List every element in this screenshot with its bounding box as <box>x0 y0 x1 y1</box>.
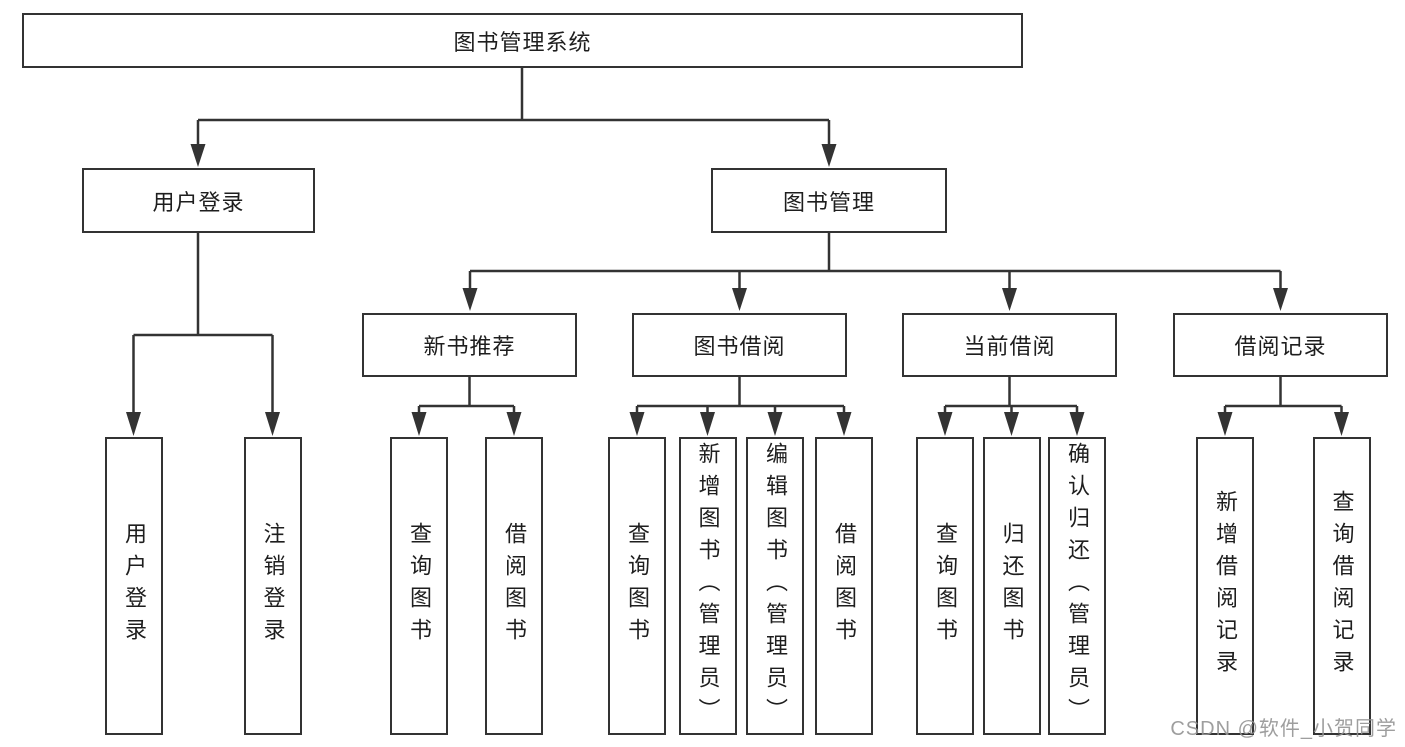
node-query-borrow-record: 查询借阅记录 <box>1312 437 1371 735</box>
node-root-label: 图书管理系统 <box>453 29 592 55</box>
node-add-borrow-record: 新增借阅记录 <box>1196 437 1254 735</box>
node-current-borrow-label: 当前借阅 <box>963 334 1056 359</box>
node-book-borrow-label: 图书借阅 <box>693 334 786 359</box>
node-book-management: 图书管理 <box>711 168 947 233</box>
node-borrow-borrow-books: 借阅图书 <box>815 437 873 735</box>
node-query-borrow-record-label: 查询借阅记录 <box>1329 490 1355 682</box>
node-borrow-query-books: 查询图书 <box>608 437 666 735</box>
node-book-borrow: 图书借阅 <box>632 313 847 377</box>
node-user-login: 用户登录 <box>82 168 315 233</box>
node-return-books-label: 归还图书 <box>999 522 1025 650</box>
node-current-query-books-label: 查询图书 <box>933 522 958 650</box>
node-borrow-borrow-books-label: 借阅图书 <box>832 522 857 650</box>
node-edit-books-admin-label: 编辑图书（管理员） <box>763 442 788 730</box>
node-confirm-return-admin: 确认归还（管理员） <box>1048 437 1106 735</box>
node-add-books-admin-label: 新增图书（管理员） <box>695 442 721 730</box>
arrowheads <box>126 144 1349 436</box>
node-borrow-records: 借阅记录 <box>1173 313 1388 377</box>
csdn-watermark: CSDN @软件_小贺同学 <box>1170 718 1397 740</box>
node-new-book-recommend-label: 新书推荐 <box>423 334 516 359</box>
node-add-books-admin: 新增图书（管理员） <box>678 437 737 735</box>
node-book-management-label: 图书管理 <box>782 189 875 215</box>
node-recommend-borrow-books: 借阅图书 <box>485 437 543 735</box>
node-recommend-query-books: 查询图书 <box>390 437 448 735</box>
node-root: 图书管理系统 <box>22 13 1023 68</box>
node-logout-leaf-label: 注销登录 <box>260 522 286 650</box>
node-return-books: 归还图书 <box>982 437 1041 735</box>
node-recommend-query-books-label: 查询图书 <box>407 522 432 650</box>
node-borrow-query-books-label: 查询图书 <box>625 522 650 650</box>
node-user-login-leaf-label: 用户登录 <box>122 522 147 650</box>
node-borrow-records-label: 借阅记录 <box>1234 334 1327 359</box>
node-user-login-leaf: 用户登录 <box>105 437 163 735</box>
node-user-login-label: 用户登录 <box>152 189 245 215</box>
node-recommend-borrow-books-label: 借阅图书 <box>502 522 527 650</box>
node-current-query-books: 查询图书 <box>916 437 974 735</box>
node-new-book-recommend: 新书推荐 <box>362 313 577 377</box>
node-current-borrow: 当前借阅 <box>902 313 1117 377</box>
node-add-borrow-record-label: 新增借阅记录 <box>1213 490 1238 682</box>
node-edit-books-admin: 编辑图书（管理员） <box>746 437 804 735</box>
node-logout-leaf: 注销登录 <box>243 437 302 735</box>
node-confirm-return-admin-label: 确认归还（管理员） <box>1065 442 1090 730</box>
